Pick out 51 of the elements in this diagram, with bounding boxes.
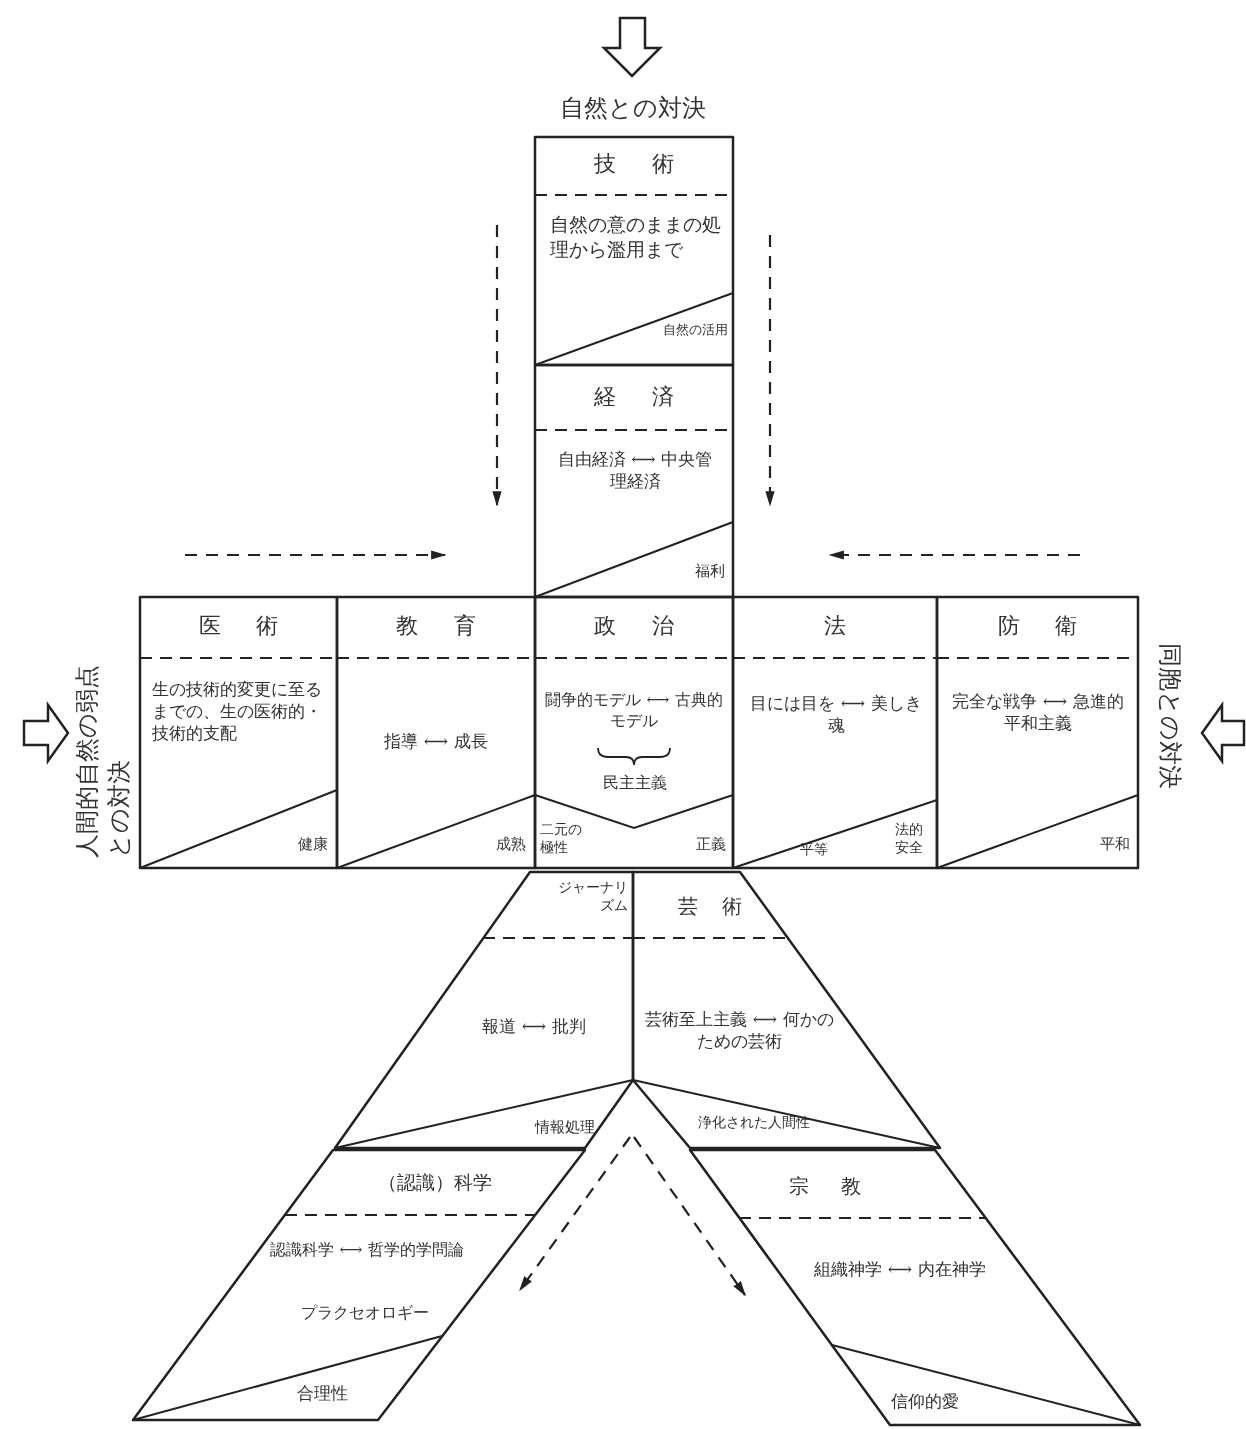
value-label: 自然の活用 [662,322,728,339]
segment-panel [733,597,937,868]
segment-panel [535,597,733,868]
description: 自由経済 ⟷ 中央管理経済 [556,448,714,493]
value-label: 二元の極性 [540,820,583,857]
segment-panel [937,597,1138,868]
description: 自然の意のままの処理から濫用まで [550,212,722,262]
value-label: 平和 [1099,835,1130,855]
heading: 教育 [395,612,512,640]
value-label: 健康 [297,835,328,855]
description: 闘争的モデル ⟷ 古典的モデル [544,690,724,732]
heading: ジャーナリズム [557,878,628,915]
heading: 芸術 [677,893,767,919]
segment-panel [335,872,633,1148]
value-label: 成熟 [495,835,526,855]
value-label: 信仰的愛 [890,1390,960,1413]
value-label: 福利 [694,562,725,582]
segment-panel [337,597,535,868]
heading: 経済 [593,383,710,411]
description: 民主主義 [602,773,668,794]
value-label: 法的安全 [895,820,924,857]
side-label: 人間的自然の弱点との対決 [71,663,134,858]
description: 生の技術的変更に至るまでの、生の医術的・技術的支配 [152,678,323,745]
segment-panel [535,365,733,597]
heading: 防衛 [996,612,1114,640]
description: 目には目を ⟷ 美しき魂 [749,692,923,737]
description: 認識科学 ⟷ 哲学的学問論 [269,1240,465,1261]
value-label: 正義 [695,835,726,855]
side-label: 自然との対決 [558,93,707,124]
segment-panel [690,1150,1140,1425]
description: プラクセオロギー [300,1303,430,1324]
heading: 医術 [197,612,315,640]
value-label: 情報処理 [533,1118,595,1138]
description: 完全な戦争 ⟷ 急進的平和主義 [951,690,1125,735]
description: 組織神学 ⟷ 内在神学 [813,1258,987,1281]
description: 指導 ⟷ 成長 [383,730,489,753]
value-label: 浄化された人間性 [698,1113,811,1132]
description: 芸術至上主義 ⟷ 何かのための芸術 [644,1008,835,1053]
heading: 宗教 [788,1173,894,1199]
side-label: 同胞との対決 [1155,643,1186,792]
segment-panel [535,137,733,365]
value-label: 合理性 [295,1382,349,1405]
segment-panel [140,597,337,868]
heading: 政治 [593,612,710,640]
heading: 法 [823,612,847,640]
heading: （認識）科学 [377,1170,493,1195]
segment-panel [133,1150,585,1420]
heading: 技術 [593,150,710,178]
value-label: 平等 [800,840,829,859]
description: 報道 ⟷ 批判 [481,1015,587,1038]
segment-panel [633,872,940,1148]
